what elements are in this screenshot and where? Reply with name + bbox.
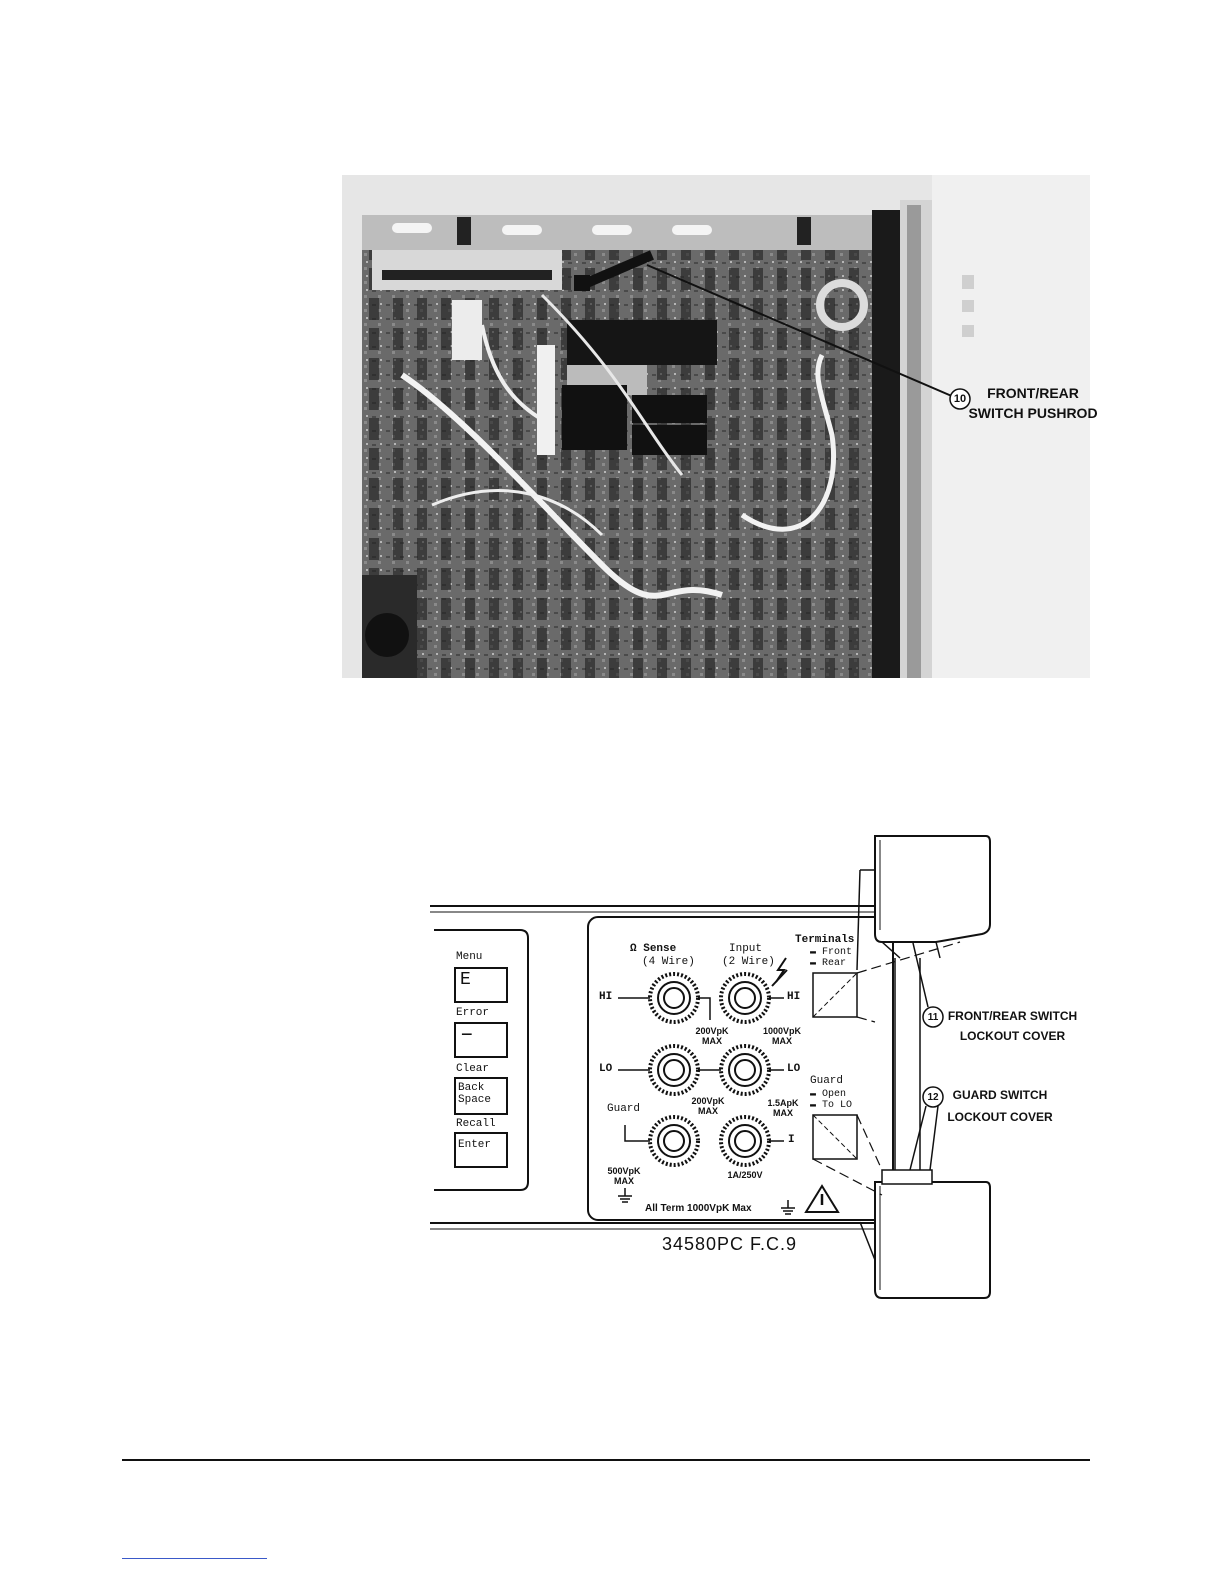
omega-icon: Ω bbox=[630, 943, 637, 955]
terminals-front-text: Front bbox=[822, 947, 853, 958]
i-label: I bbox=[788, 1134, 795, 1146]
callout-line1: FRONT/REAR bbox=[987, 385, 1079, 401]
guard-open: ▬ Open bbox=[810, 1089, 847, 1100]
rating-guard: 500VpK MAX bbox=[607, 1166, 641, 1186]
terminals-rear-text: Rear bbox=[822, 958, 847, 969]
callout-number-10: 10 bbox=[953, 393, 967, 405]
callout-label-12: GUARD SWITCH LOCKOUT COVER bbox=[945, 1084, 1055, 1128]
sense-sub: (4 Wire) bbox=[642, 956, 695, 968]
guard-tolo: ▬ To LO bbox=[810, 1100, 853, 1111]
menu-key: E bbox=[460, 970, 471, 990]
callout12-line1: GUARD SWITCH bbox=[952, 1088, 1048, 1102]
callout-label-11: FRONT/REAR SWITCH LOCKOUT COVER bbox=[945, 1006, 1080, 1046]
rating-input-hi: 1000VpK MAX bbox=[762, 1026, 802, 1046]
terminals-title: Terminals bbox=[795, 934, 855, 946]
front-panel-drawing: Menu E Error — Clear Back Space Recall E… bbox=[420, 830, 1100, 1310]
drawing-code: 34580PC F.C.9 bbox=[662, 1234, 798, 1254]
callout11-line2: LOCKOUT COVER bbox=[959, 1029, 1066, 1043]
error-label: Error bbox=[456, 1007, 490, 1019]
rating-current: 1A/250V bbox=[727, 1170, 763, 1180]
guard-title: Guard bbox=[810, 1075, 844, 1087]
menu-label: Menu bbox=[456, 951, 483, 963]
guard-open-text: Open bbox=[822, 1089, 847, 1100]
callout-label-pushrod: FRONT/REAR SWITCH PUSHROD bbox=[968, 383, 1098, 423]
callout-number-11: 11 bbox=[927, 1012, 939, 1023]
input-sub: (2 Wire) bbox=[722, 956, 775, 968]
rating-sense-hi: 200VpK MAX bbox=[695, 1026, 729, 1046]
backspace-line2: Space bbox=[458, 1094, 492, 1106]
footer-link-underline[interactable] bbox=[122, 1558, 267, 1559]
rating-sense-lo: 200VpK MAX bbox=[691, 1096, 725, 1116]
terminals-rear: ▬ Rear bbox=[810, 958, 847, 969]
hi-left: HI bbox=[599, 991, 613, 1003]
rating-input-lo: 1.5ApK MAX bbox=[767, 1098, 799, 1118]
sense-title: Ω Sense bbox=[630, 943, 676, 955]
error-key: — bbox=[462, 1025, 472, 1043]
sense-title-text: Sense bbox=[643, 943, 677, 955]
backspace-key: Back Space bbox=[458, 1082, 491, 1106]
footer-rule bbox=[122, 1459, 1090, 1461]
hi-right: HI bbox=[787, 991, 801, 1003]
callout-number-12: 12 bbox=[927, 1092, 939, 1103]
recall-label: Recall bbox=[456, 1118, 496, 1130]
circuit-board-photo: 10 FRONT/REAR SWITCH PUSHROD bbox=[342, 175, 1098, 678]
backspace-line1: Back bbox=[458, 1082, 485, 1094]
lo-right: LO bbox=[787, 1063, 801, 1075]
input-title: Input bbox=[729, 943, 763, 955]
guard-left-label: Guard bbox=[607, 1103, 641, 1115]
lo-left: LO bbox=[599, 1063, 613, 1075]
callout-line2: SWITCH PUSHROD bbox=[968, 405, 1098, 421]
terminals-front: ▬ Front bbox=[810, 947, 853, 958]
guard-tolo-text: To LO bbox=[822, 1100, 853, 1111]
callout12-line2: LOCKOUT COVER bbox=[947, 1110, 1053, 1124]
panel-footer: All Term 1000VpK Max bbox=[645, 1203, 752, 1214]
clear-label: Clear bbox=[456, 1063, 490, 1075]
enter-key: Enter bbox=[458, 1139, 492, 1151]
callout11-line1: FRONT/REAR SWITCH bbox=[947, 1009, 1078, 1023]
